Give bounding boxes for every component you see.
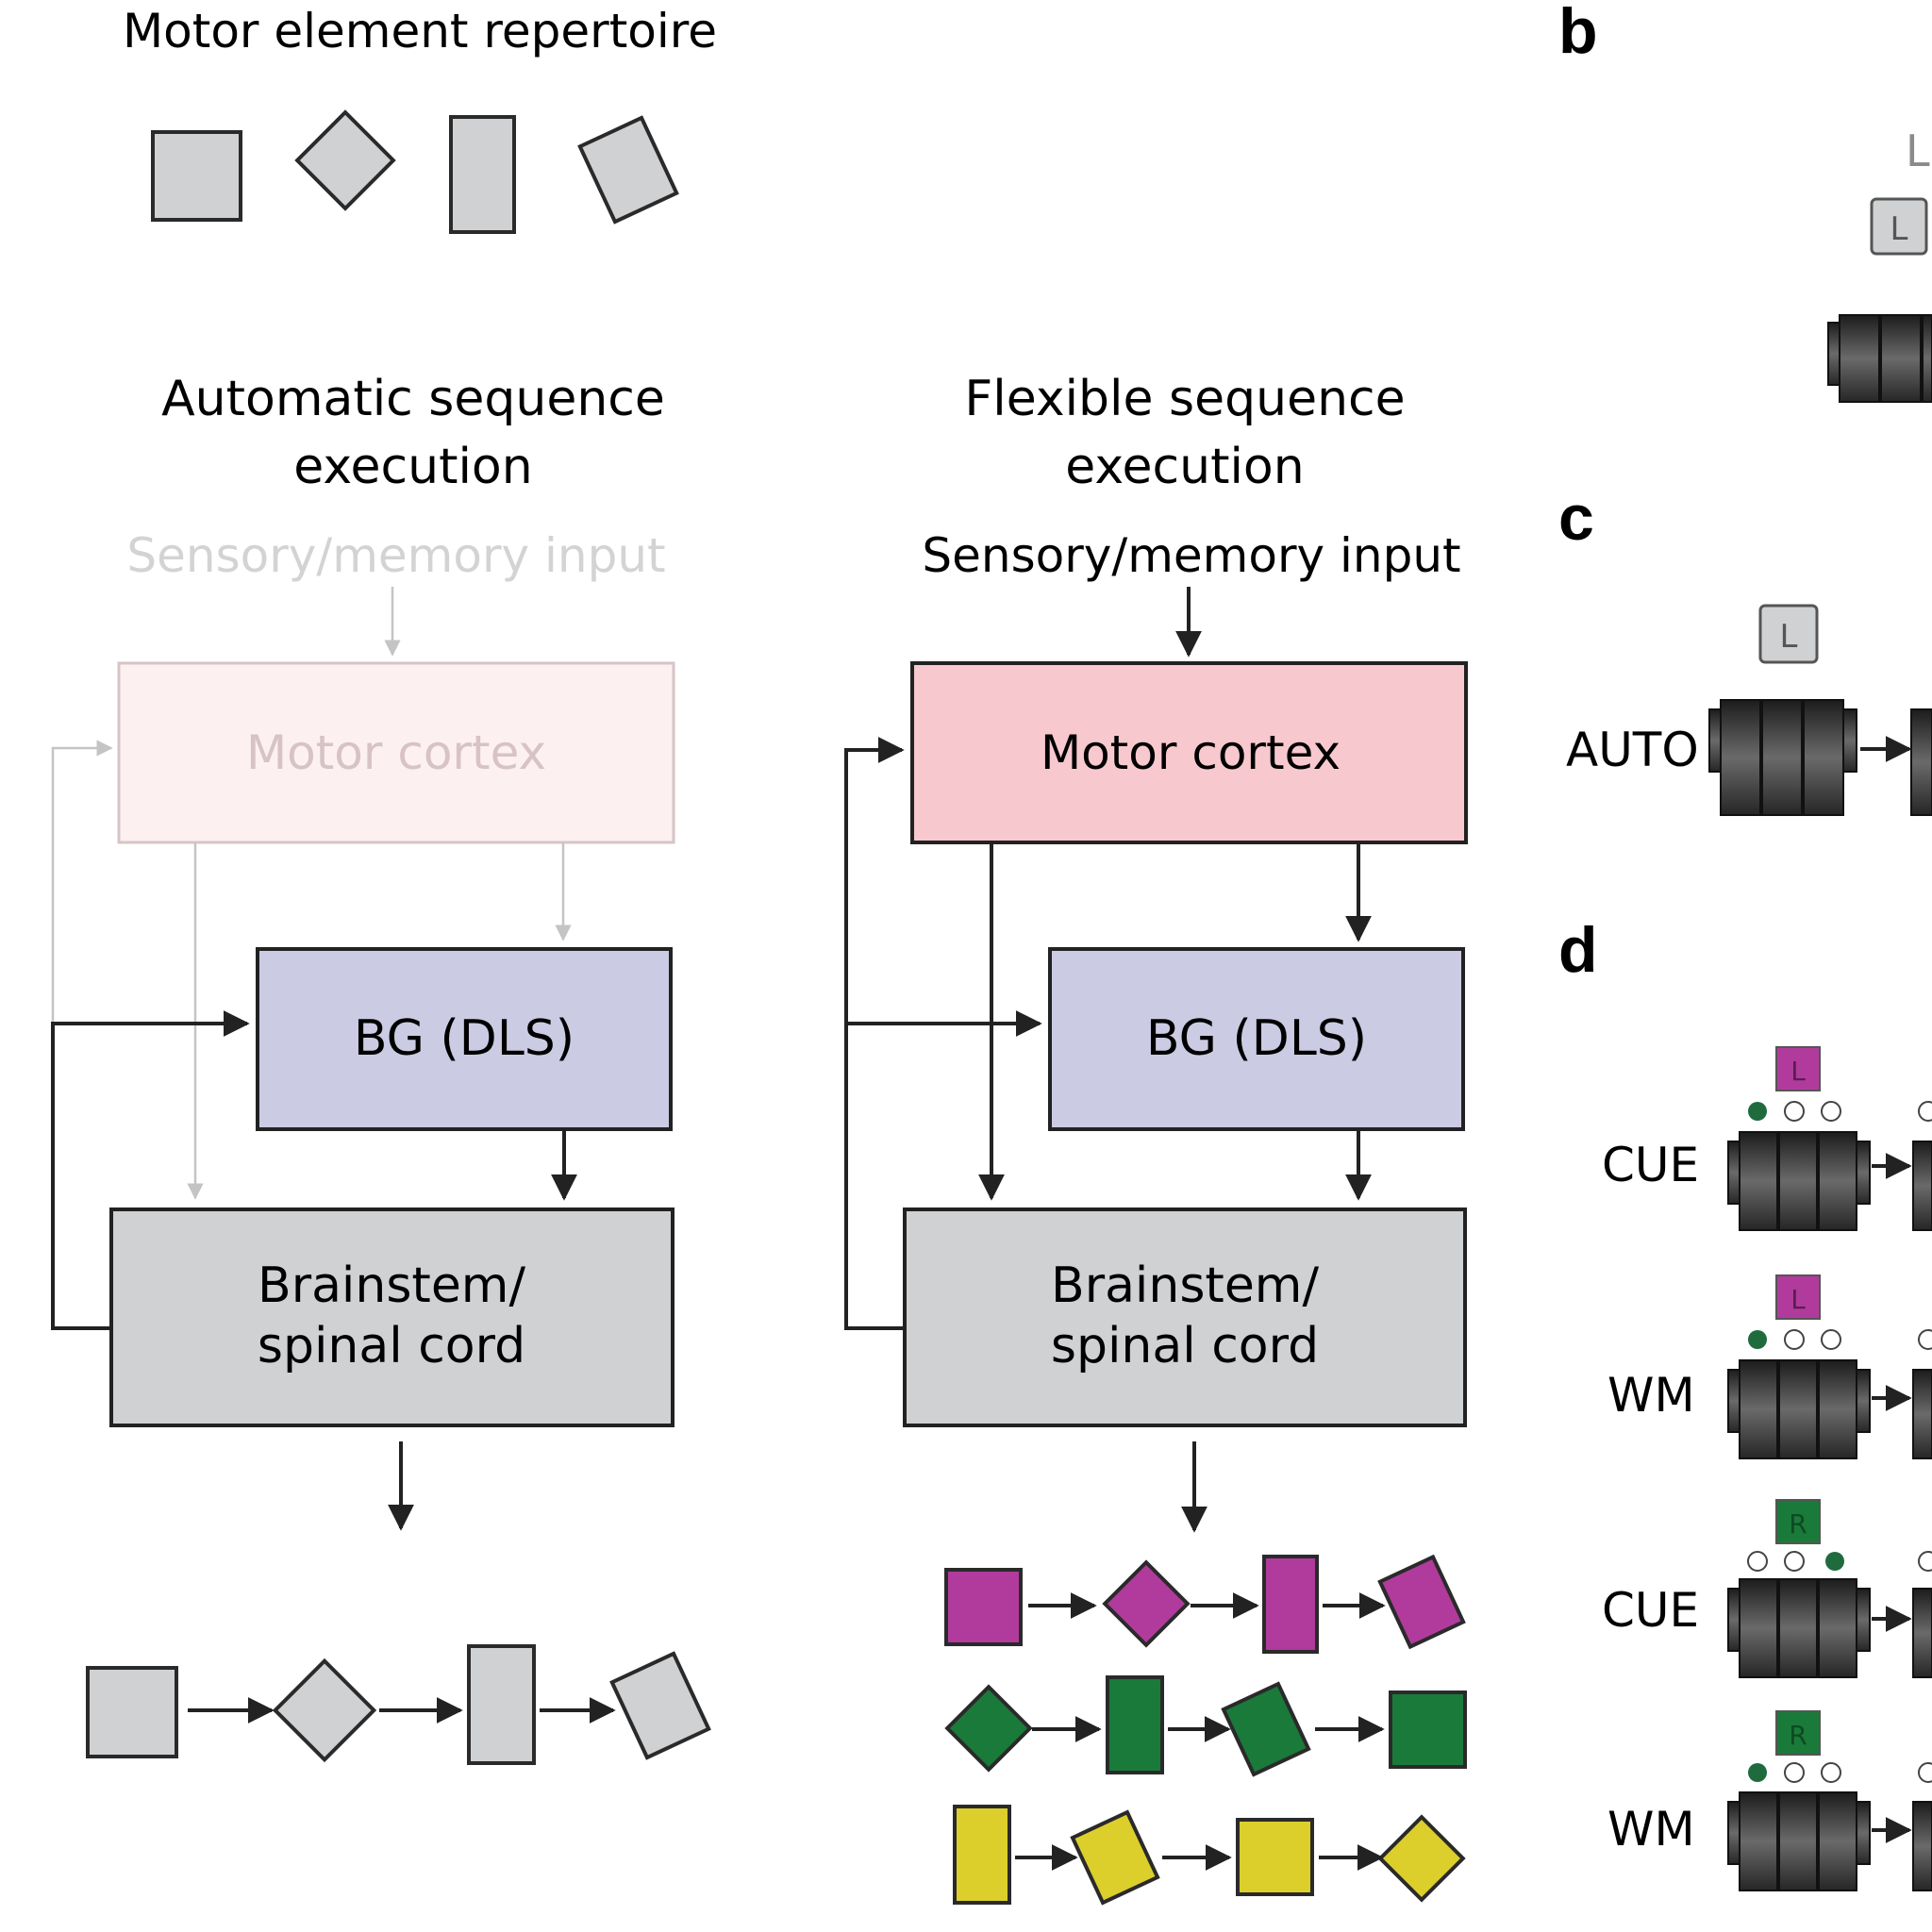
panel-letter-b: b xyxy=(1558,0,1598,67)
automatic-connections xyxy=(51,740,577,1531)
panel-d-row-3: CUE R xyxy=(1602,1499,1932,1678)
panel-d-row-1-label: CUE xyxy=(1602,1138,1699,1192)
panel-c-lever-cue: L xyxy=(1758,604,1819,664)
flexible-bg-box xyxy=(1048,947,1465,1131)
flexible-green-sequence xyxy=(944,1675,1467,1777)
automatic-bg-label: BG (DLS) xyxy=(354,1010,575,1067)
repertoire-square xyxy=(151,130,242,222)
panel-c-row-label: AUTO xyxy=(1566,723,1699,777)
automatic-brainstem-line1: Brainstem/ xyxy=(258,1257,525,1314)
svg-text:L: L xyxy=(1790,1056,1806,1087)
automatic-input-label: Sensory/memory input xyxy=(126,528,665,583)
automatic-title-line1: Automatic sequence xyxy=(161,371,665,427)
repertoire-tilted-rect xyxy=(577,115,679,225)
automatic-brainstem-line2: spinal cord xyxy=(258,1318,525,1374)
panel-c-lever-letter: L xyxy=(1780,618,1798,656)
panel-d-row-2: WM L xyxy=(1607,1274,1932,1459)
repertoire-elements xyxy=(151,109,679,234)
repertoire-title: Motor element repertoire xyxy=(123,4,717,58)
panel-d-row-1: CUE L xyxy=(1602,1046,1932,1231)
repertoire-tall-rect xyxy=(449,115,516,234)
flexible-motor-cortex-box xyxy=(910,661,1468,844)
panel-d-row-3-label: CUE xyxy=(1602,1583,1699,1638)
auto-seq-tall-rect xyxy=(467,1644,536,1765)
flexible-title-line1: Flexible sequence xyxy=(964,371,1405,427)
panel-c-lever-bank xyxy=(1708,699,1932,816)
panel-d-row-4: WM R xyxy=(1607,1710,1932,1891)
panel-b-lever-cue: L xyxy=(1870,197,1928,256)
panel-letter-d: d xyxy=(1558,914,1598,986)
auto-seq-tilted-rect xyxy=(609,1651,711,1760)
auto-seq-square xyxy=(86,1666,178,1758)
svg-text:R: R xyxy=(1789,1720,1807,1751)
panel-letter-c: c xyxy=(1558,482,1594,554)
flexible-yellow-sequence xyxy=(953,1805,1466,1906)
panel-d-row-2-label: WM xyxy=(1607,1368,1695,1423)
automatic-motor-cortex-box xyxy=(117,661,675,844)
flexible-brainstem-line2: spinal cord xyxy=(1051,1318,1319,1374)
panel-d-row-4-label: WM xyxy=(1607,1802,1695,1857)
panel-b-lever-letter: L xyxy=(1890,210,1908,248)
flexible-input-label: Sensory/memory input xyxy=(922,528,1460,583)
flexible-brainstem-box xyxy=(903,1208,1467,1427)
automatic-bg-box xyxy=(256,947,673,1131)
panel-b-partial-label: L xyxy=(1906,125,1930,176)
automatic-title-line2: execution xyxy=(293,439,532,495)
flexible-bg-label: BG (DLS) xyxy=(1146,1010,1367,1067)
flexible-motor-cortex-label: Motor cortex xyxy=(1041,725,1341,780)
flexible-magenta-sequence xyxy=(944,1554,1466,1654)
auto-seq-diamond xyxy=(272,1657,377,1763)
flexible-brainstem-line1: Brainstem/ xyxy=(1051,1257,1319,1314)
flexible-connections xyxy=(844,737,1372,1533)
repertoire-diamond xyxy=(294,109,396,211)
panel-b-lever-bank xyxy=(1827,314,1932,403)
flexible-title-line2: execution xyxy=(1065,439,1304,495)
automatic-brainstem-box xyxy=(109,1208,675,1427)
svg-text:R: R xyxy=(1789,1508,1807,1540)
svg-text:L: L xyxy=(1790,1284,1806,1315)
automatic-motor-cortex-label: Motor cortex xyxy=(246,725,546,780)
automatic-output-sequence xyxy=(86,1644,711,1765)
